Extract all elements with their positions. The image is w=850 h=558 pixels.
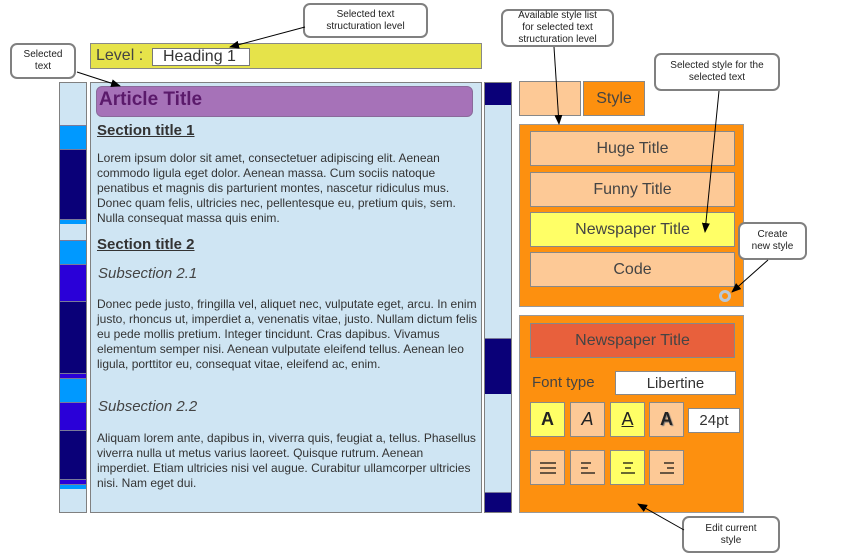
tab-style[interactable]: Style (583, 81, 645, 116)
callout-selected-text: Selected text (10, 43, 76, 79)
callout-structuration-level: Selected text structuration level (303, 3, 428, 38)
font-type-input[interactable]: Libertine (615, 371, 736, 395)
align-right-icon (659, 461, 674, 474)
style-item-huge-title[interactable]: Huge Title (530, 131, 735, 166)
tab-empty[interactable] (519, 81, 581, 116)
italic-button[interactable]: A (570, 402, 605, 437)
document-editor[interactable] (90, 82, 482, 513)
create-style-gear-icon[interactable] (719, 290, 731, 302)
align-justify-icon (539, 461, 556, 474)
paragraph-1[interactable]: Lorem ipsum dolor sit amet, consectetuer… (97, 151, 456, 225)
style-item-code[interactable]: Code (530, 252, 735, 287)
align-left-button[interactable] (570, 450, 605, 485)
align-center-button[interactable] (610, 450, 645, 485)
edit-style-name[interactable]: Newspaper Title (530, 323, 735, 358)
shadow-button[interactable]: A (649, 402, 684, 437)
align-center-icon (620, 461, 635, 474)
callout-create-style: Create new style (738, 222, 807, 260)
font-type-label: Font type (532, 374, 595, 391)
selected-article-title[interactable]: Article Title (96, 86, 473, 117)
underline-button[interactable]: A (610, 402, 645, 437)
subsection-2-2[interactable]: Subsection 2.2 (98, 398, 198, 415)
align-left-icon (580, 461, 595, 474)
align-right-button[interactable] (649, 450, 684, 485)
paragraph-2[interactable]: Donec pede justo, fringilla vel, aliquet… (97, 297, 478, 371)
section-title-1[interactable]: Section title 1 (97, 122, 195, 139)
level-input[interactable]: Heading 1 (152, 48, 250, 66)
callout-style-list: Available style list for selected text s… (501, 9, 614, 47)
bold-button[interactable]: A (530, 402, 565, 437)
left-structure-minimap[interactable] (59, 82, 87, 513)
subsection-2-1[interactable]: Subsection 2.1 (98, 265, 198, 282)
section-title-2[interactable]: Section title 2 (97, 236, 195, 253)
level-label: Level : (96, 47, 144, 64)
right-scroll-strip[interactable] (484, 82, 512, 513)
font-size-input[interactable]: 24pt (688, 408, 740, 433)
paragraph-3[interactable]: Aliquam lorem ante, dapibus in, viverra … (97, 431, 476, 490)
style-item-newspaper-title[interactable]: Newspaper Title (530, 212, 735, 247)
level-bar (90, 43, 482, 69)
callout-edit-style: Edit current style (682, 516, 780, 553)
align-justify-button[interactable] (530, 450, 565, 485)
callout-selected-style: Selected style for the selected text (654, 53, 780, 91)
style-item-funny-title[interactable]: Funny Title (530, 172, 735, 207)
